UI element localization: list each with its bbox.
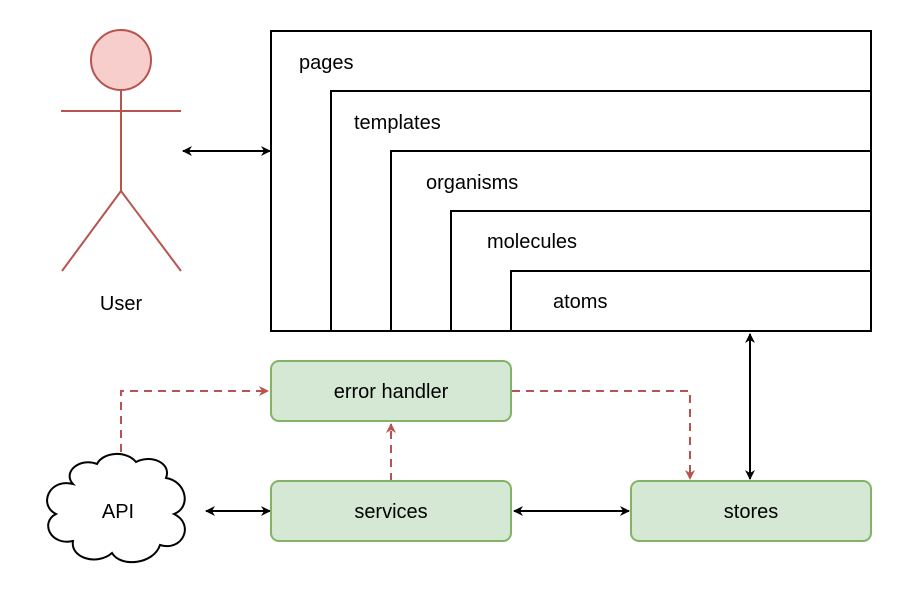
cloud-icon — [46, 453, 186, 564]
layer-templates-box — [330, 90, 871, 331]
error-handler-node: error handler — [270, 360, 512, 422]
layer-pages-label: pages — [299, 52, 354, 74]
ui-layer-stack — [270, 30, 872, 332]
layer-molecules-label: molecules — [487, 231, 577, 253]
layer-organisms-box — [390, 150, 871, 331]
layer-atoms-label: atoms — [553, 291, 607, 313]
layer-molecules-box — [450, 210, 871, 331]
error-to-stores-connector — [512, 390, 695, 480]
services-label: services — [354, 501, 427, 523]
layer-templates-label: templates — [354, 112, 441, 134]
layer-organisms-label: organisms — [426, 172, 518, 194]
stores-label: stores — [724, 501, 778, 523]
error-handler-label: error handler — [334, 381, 449, 403]
error-flow — [120, 386, 695, 481]
layer-atoms-box — [510, 270, 871, 331]
layer-pages-box — [270, 30, 872, 332]
stores-node: stores — [630, 480, 872, 542]
api-to-error-connector — [120, 386, 269, 452]
user-label: User — [100, 293, 143, 315]
user-actor: User — [61, 29, 182, 315]
api-label: API — [102, 501, 134, 523]
api-node: API — [46, 453, 186, 564]
user-icon — [61, 29, 182, 272]
services-node: services — [270, 480, 512, 542]
